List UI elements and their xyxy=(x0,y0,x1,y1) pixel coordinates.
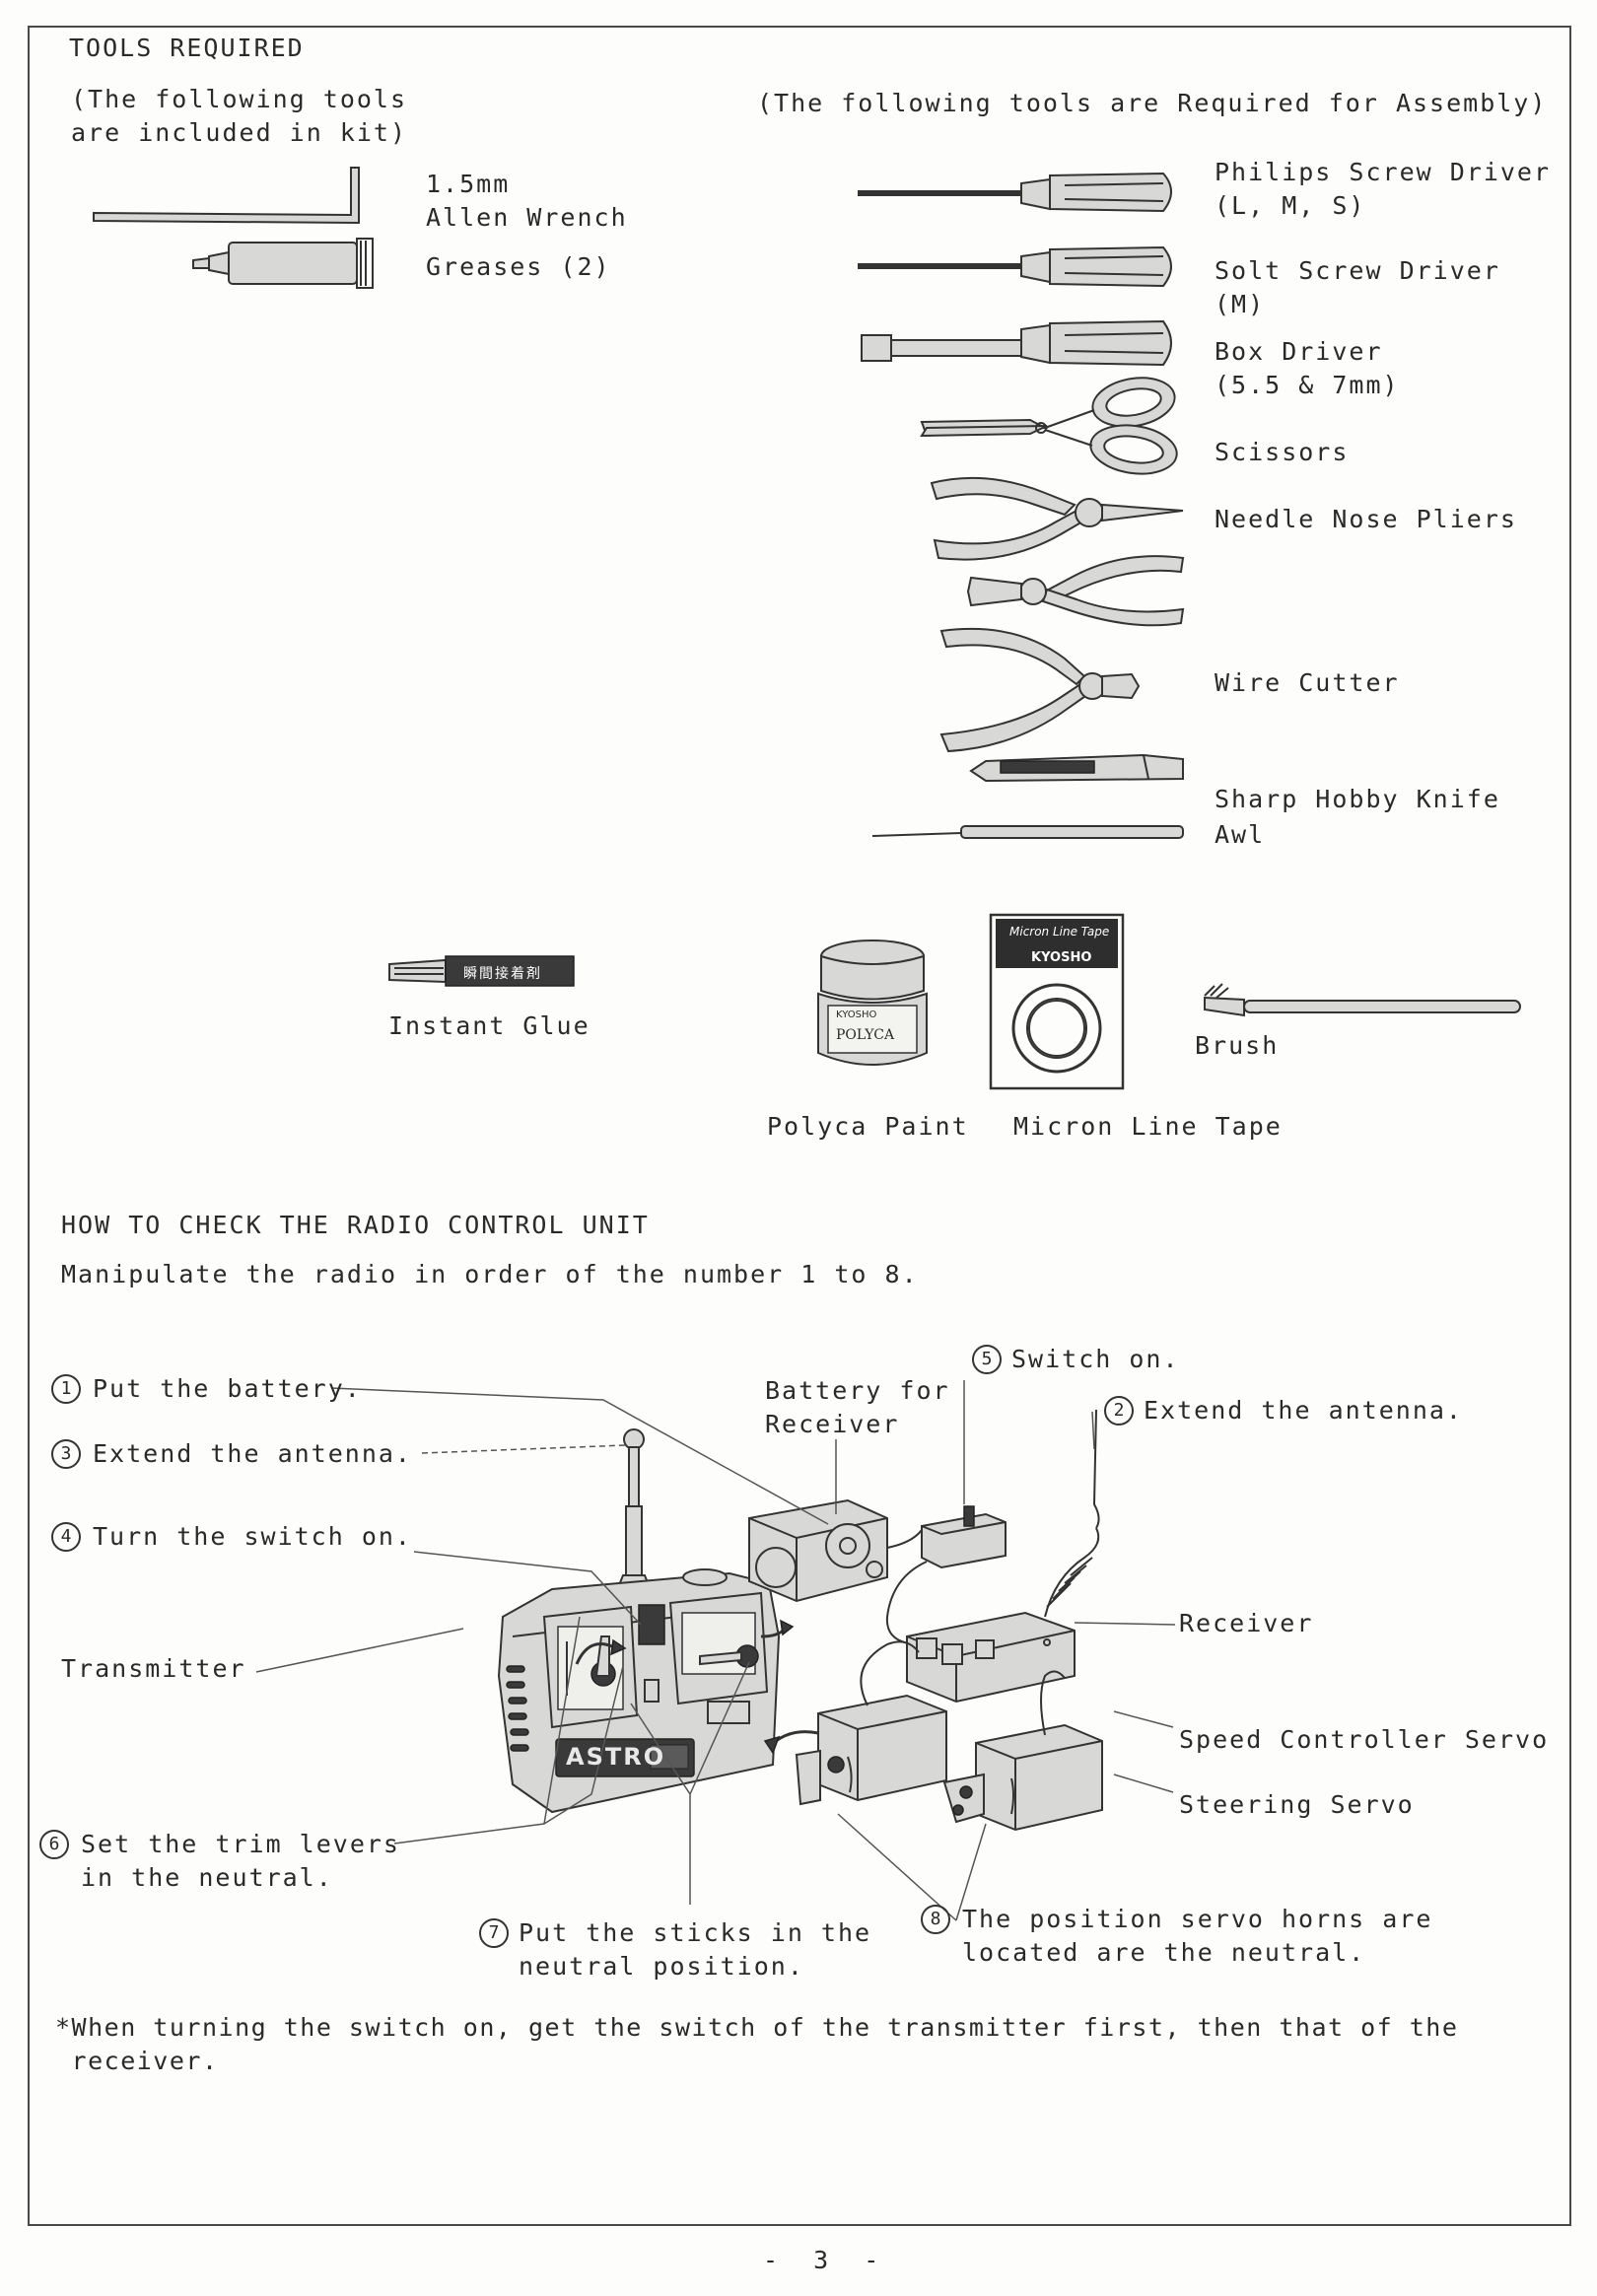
step-8-line2: located are the neutral. xyxy=(962,1938,1366,1967)
radio-check-intro: Manipulate the radio in order of the num… xyxy=(61,1260,919,1288)
battery-pack-icon xyxy=(749,1500,922,1601)
antenna-icon xyxy=(615,1429,653,1595)
step-7-line2: neutral position. xyxy=(519,1952,804,1981)
step-7-number: 7 xyxy=(479,1918,509,1948)
battery-receiver-line1: Battery for xyxy=(765,1376,950,1405)
transmitter-grip-icon xyxy=(507,1666,528,1751)
steering-servo-icon xyxy=(944,1671,1102,1830)
instant-glue-label: Instant Glue xyxy=(388,1011,590,1040)
grease-tube-icon xyxy=(193,239,373,288)
slot-size: (M) xyxy=(1215,290,1266,318)
allen-wrench-size: 1.5mm xyxy=(426,170,511,198)
page-border xyxy=(28,26,1571,2226)
step-8-line1: The position servo horns are xyxy=(962,1905,1433,1933)
slot-label: Solt Screw Driver xyxy=(1215,256,1500,285)
leader-extend-antenna-2 xyxy=(1092,1412,1094,1449)
wire-cutter-label: Wire Cutter xyxy=(1215,668,1400,697)
leader-receiver xyxy=(1075,1623,1175,1625)
leader-put-battery xyxy=(331,1388,828,1524)
leader-servo-horns xyxy=(838,1814,986,1920)
micron-tape-label: Micron Line Tape xyxy=(1013,1112,1283,1141)
page-number: - 3 - xyxy=(763,2246,881,2274)
box-driver-sizes: (5.5 & 7mm) xyxy=(1215,371,1400,399)
leader-extend-antenna-3 xyxy=(422,1445,626,1453)
glue-tube-text: 瞬間接着剤 xyxy=(463,966,542,982)
allen-wrench-label: Allen Wrench xyxy=(426,203,628,232)
leader-sticks-neutral xyxy=(631,1662,749,1905)
paint-jar-brand: KYOSHO xyxy=(836,1009,877,1020)
step-3-text: Extend the antenna. xyxy=(93,1439,412,1468)
step-8-number: 8 xyxy=(921,1905,950,1934)
polyca-paint-jar-icon xyxy=(818,940,927,1065)
pliers-label: Needle Nose Pliers xyxy=(1215,505,1517,533)
step-5-number: 5 xyxy=(972,1345,1002,1374)
awl-icon xyxy=(872,826,1183,838)
step-2-number: 2 xyxy=(1104,1396,1134,1426)
greases-label: Greases (2) xyxy=(426,252,611,281)
switch-harness-icon xyxy=(887,1506,1006,1644)
step-6-number: 6 xyxy=(39,1830,69,1859)
diagonal-pliers-icon xyxy=(968,556,1183,625)
hobby-knife-label: Sharp Hobby Knife xyxy=(1215,785,1500,813)
transmitter-icon xyxy=(499,1569,793,1812)
paint-jar-label: POLYCA xyxy=(836,1027,895,1043)
step-3-number: 3 xyxy=(51,1439,81,1469)
step-5-text: Switch on. xyxy=(1011,1345,1180,1373)
tape-box-label: Micron Line Tape xyxy=(1009,925,1110,939)
philips-screwdriver-icon xyxy=(858,174,1171,211)
leader-trim-upper xyxy=(544,1617,580,1824)
leader-turn-switch xyxy=(414,1552,641,1625)
transmitter-label: Transmitter xyxy=(61,1654,246,1683)
step-1-text: Put the battery. xyxy=(93,1374,362,1403)
kit-note-line1: (The following tools xyxy=(71,85,408,113)
scissors-label: Scissors xyxy=(1215,438,1350,466)
tools-heading: TOOLS REQUIRED xyxy=(69,34,305,62)
scissors-icon xyxy=(922,372,1180,479)
instant-glue-icon xyxy=(389,956,574,986)
tape-box-brand: KYOSHO xyxy=(1031,950,1092,965)
philips-label: Philips Screw Driver xyxy=(1215,158,1552,186)
radio-check-heading: HOW TO CHECK THE RADIO CONTROL UNIT xyxy=(61,1211,650,1239)
step-7-line1: Put the sticks in the xyxy=(519,1918,872,1947)
step-1-number: 1 xyxy=(51,1374,81,1404)
speed-controller-servo-icon xyxy=(765,1641,946,1804)
transmitter-brand: ASTRO xyxy=(566,1743,666,1771)
step-4-text: Turn the switch on. xyxy=(93,1522,412,1551)
polyca-paint-label: Polyca Paint xyxy=(767,1112,969,1141)
awl-label: Awl xyxy=(1215,820,1266,849)
step-2-text: Extend the antenna. xyxy=(1144,1396,1463,1425)
battery-receiver-line2: Receiver xyxy=(765,1410,900,1438)
wire-cutter-icon xyxy=(941,629,1139,751)
brush-icon xyxy=(1205,984,1520,1015)
switch-order-note-line2: receiver. xyxy=(55,2047,219,2075)
leader-trim-levers xyxy=(394,1666,623,1844)
box-driver-icon xyxy=(862,321,1171,365)
needle-nose-pliers-icon xyxy=(932,478,1183,560)
box-driver-label: Box Driver xyxy=(1215,337,1383,366)
step-4-number: 4 xyxy=(51,1522,81,1552)
speed-controller-servo-label: Speed Controller Servo xyxy=(1179,1725,1550,1754)
step-6-line2: in the neutral. xyxy=(81,1863,333,1892)
slot-screwdriver-icon xyxy=(858,247,1171,286)
hobby-knife-icon xyxy=(971,755,1183,781)
steering-servo-label: Steering Servo xyxy=(1179,1790,1415,1819)
receiver-label: Receiver xyxy=(1179,1609,1314,1637)
brush-label: Brush xyxy=(1195,1031,1280,1060)
assembly-note: (The following tools are Required for As… xyxy=(757,89,1548,117)
leader-steering-servo xyxy=(1114,1774,1173,1792)
receiver-icon xyxy=(907,1410,1099,1702)
leader-transmitter xyxy=(256,1629,463,1672)
kit-note-line2: are included in kit) xyxy=(71,118,408,147)
micron-tape-box-icon xyxy=(991,915,1123,1088)
switch-order-note-line1: *When turning the switch on, get the swi… xyxy=(55,2013,1459,2042)
leader-speed-servo xyxy=(1114,1711,1173,1727)
step-6-line1: Set the trim levers xyxy=(81,1830,400,1858)
philips-sizes: (L, M, S) xyxy=(1215,191,1366,220)
allen-wrench-icon xyxy=(94,168,359,223)
